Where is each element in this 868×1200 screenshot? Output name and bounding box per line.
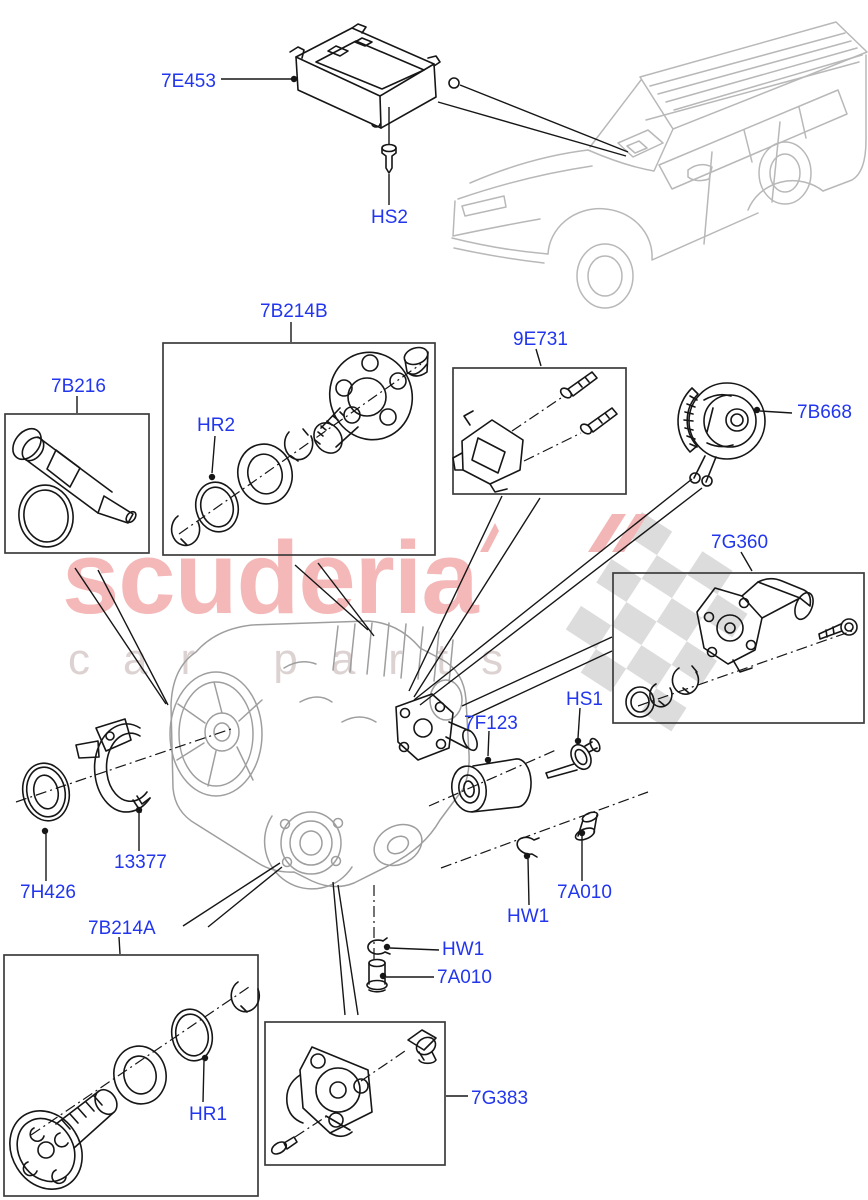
watermark: scuderia car parts [62,512,748,732]
watermark-title: scuderia [62,520,479,635]
transfer-case-drawing [169,620,470,890]
label-hw1-right[interactable]: HW1 [507,906,550,927]
seal-7h426-drawing [21,762,71,822]
label-hw1-left[interactable]: HW1 [442,939,485,960]
label-hs1[interactable]: HS1 [566,689,603,710]
label-7b214a[interactable]: 7B214A [88,918,156,939]
pulley-7b668-drawing [677,382,766,487]
pump-7g383-drawing [270,1029,437,1155]
leader-lines [74,478,703,1016]
watermark-subtitle: car parts [68,635,536,684]
label-7a010-left[interactable]: 7A010 [437,967,492,988]
label-7g383[interactable]: 7G383 [471,1088,529,1109]
vehicle-sketch [451,21,868,309]
box-9e731 [452,367,627,495]
hub-7b214b-drawing [170,346,429,547]
screw-hs2-drawing [381,143,397,174]
box-7b214b [162,342,436,556]
label-13377[interactable]: 13377 [114,852,167,873]
centerlines [15,363,853,1138]
label-9e731[interactable]: 9E731 [513,329,568,350]
bolt-7a010-right-drawing [574,811,599,841]
module-7e453-drawing [289,23,460,129]
damper-7f123-drawing [450,758,532,813]
label-7f123[interactable]: 7F123 [464,713,518,734]
flag-pink-stripes [480,514,648,552]
box-7b214a [3,954,259,1197]
label-7e453[interactable]: 7E453 [161,71,216,92]
label-hr2[interactable]: HR2 [197,415,236,436]
label-leaders [41,75,793,1103]
clamp-13377-drawing [75,718,151,813]
box-7b216 [4,413,150,554]
label-hs2[interactable]: HS2 [371,207,408,228]
box-7g360 [612,572,865,724]
label-7g360[interactable]: 7G360 [711,532,769,553]
label-7h426[interactable]: 7H426 [20,882,76,903]
label-7a010-right[interactable]: 7A010 [557,882,612,903]
part-boxes [3,342,865,1197]
bolt-7a010-left-drawing [366,958,388,993]
bracket-9e731-drawing [452,371,618,493]
label-7b214b[interactable]: 7B214B [260,301,328,322]
box-7g383 [264,1021,446,1166]
label-7b668[interactable]: 7B668 [797,402,852,423]
sealant-7b216-drawing [12,427,137,548]
motor-7g360-drawing [625,577,858,718]
shaft-7b214a-drawing [9,981,261,1190]
label-hr1[interactable]: HR1 [189,1104,228,1125]
case-actuator-drawing [395,693,478,761]
washer-hw1-left-drawing [367,937,391,955]
label-7b216[interactable]: 7B216 [51,376,106,397]
screw-hs1-drawing [545,737,601,779]
